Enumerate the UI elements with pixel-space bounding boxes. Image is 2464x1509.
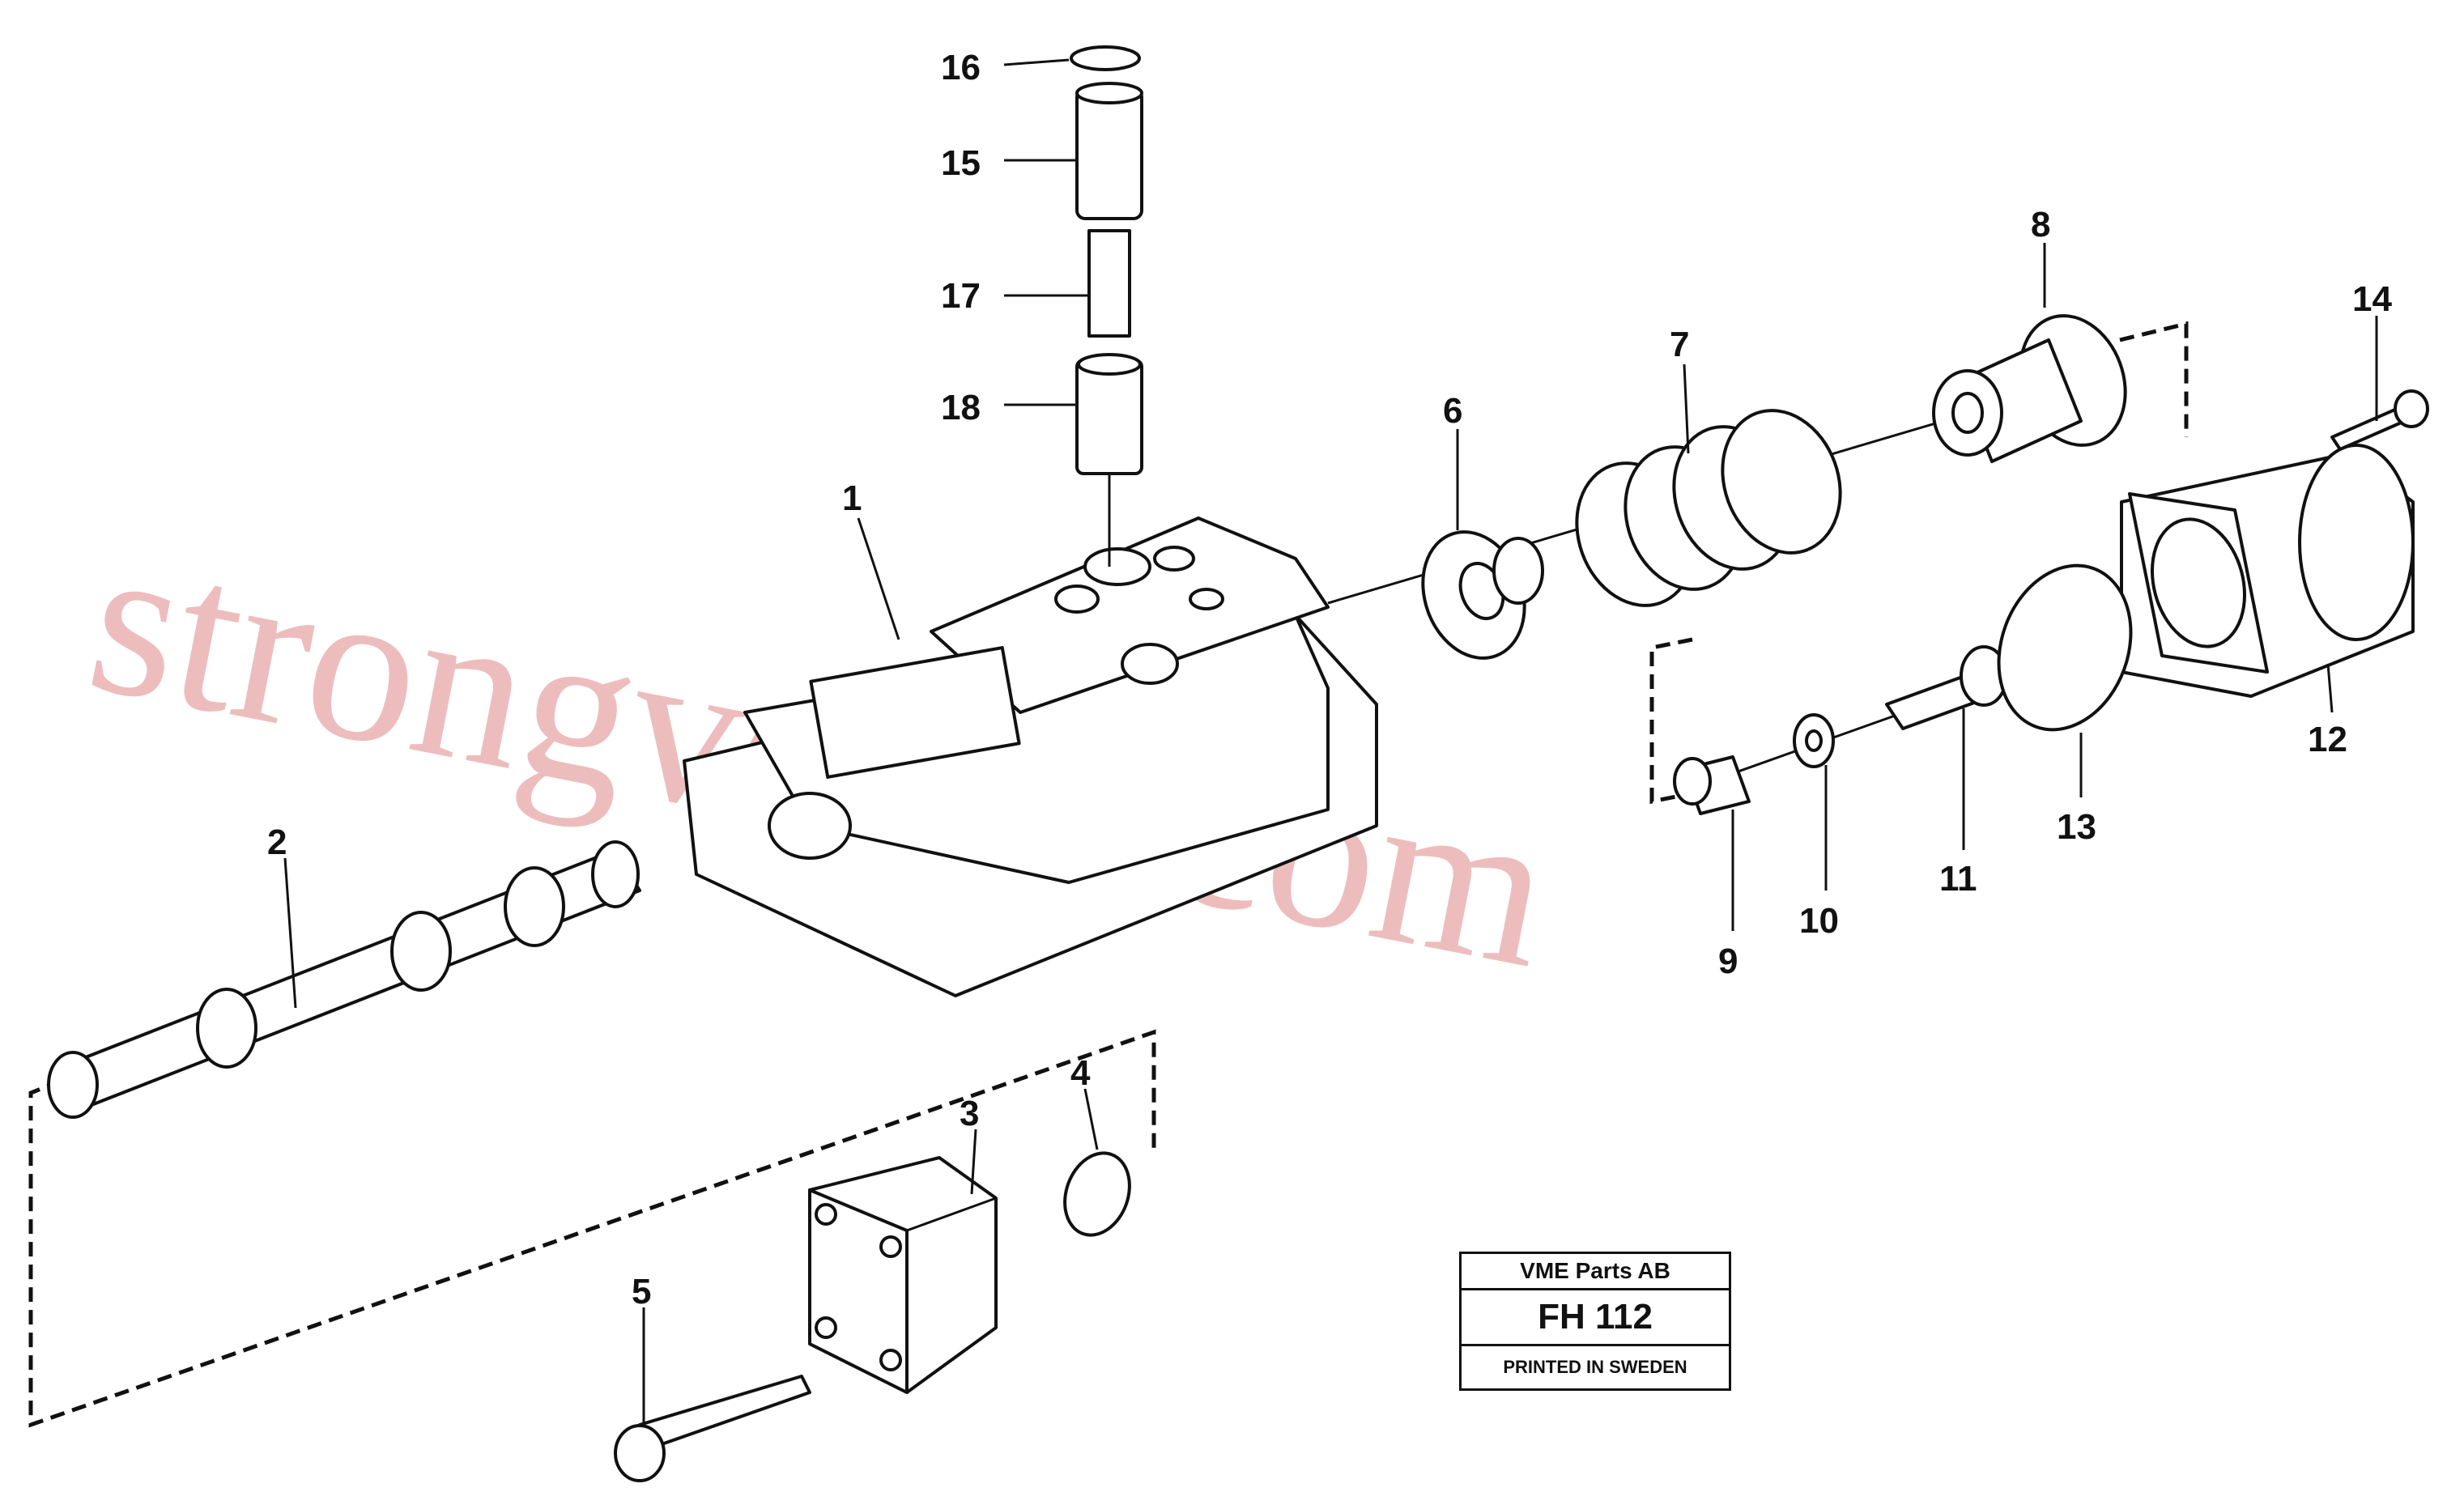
callout-12: 12 xyxy=(2308,720,2347,759)
leader-lines xyxy=(283,58,2378,1425)
callout-10: 10 xyxy=(1799,901,1839,941)
callout-1: 1 xyxy=(842,478,862,518)
title-block-printed: PRINTED IN SWEDEN xyxy=(1503,1357,1687,1377)
dashed-group-left xyxy=(28,1029,1156,1428)
callout-2: 2 xyxy=(267,823,287,862)
callout-17: 17 xyxy=(941,276,981,316)
spring-part-17 xyxy=(1087,229,1131,338)
callout-7: 7 xyxy=(1670,325,1689,364)
callout-6: 6 xyxy=(1443,391,1462,431)
ring-part-16 xyxy=(1070,45,1141,71)
callout-11: 11 xyxy=(1939,859,1977,899)
spring-seat-part-6 xyxy=(1421,530,1544,660)
callout-3: 3 xyxy=(960,1094,979,1133)
spring-cup-part-8 xyxy=(1932,314,2127,463)
callout-9: 9 xyxy=(1718,942,1738,981)
screw-part-11 xyxy=(1885,645,2008,730)
spool-part xyxy=(47,840,641,1119)
end-cover-part-12 xyxy=(2120,444,2415,698)
o-ring-part-4 xyxy=(1063,1151,1131,1237)
cover-block-part xyxy=(808,1156,998,1394)
screw-part-5 xyxy=(614,1375,811,1482)
callout-16: 16 xyxy=(941,48,981,87)
callout-5: 5 xyxy=(632,1272,651,1311)
washer-part-10 xyxy=(1793,713,1835,768)
dashed-group-right-lower xyxy=(1649,637,1693,805)
valve-housing-part xyxy=(683,516,1378,997)
valve-stack-parts xyxy=(1070,45,1143,567)
callout-numbers: 1 2 3 4 5 6 7 8 9 10 11 12 13 14 15 16 1… xyxy=(267,48,2392,1311)
callout-8: 8 xyxy=(2031,205,2050,244)
title-block: VME Parts AB FH 112 PRINTED IN SWEDEN xyxy=(1459,1252,1731,1391)
callout-4: 4 xyxy=(1070,1053,1091,1093)
bushing-part-9 xyxy=(1673,755,1751,815)
callout-18: 18 xyxy=(941,388,981,427)
callout-13: 13 xyxy=(2057,807,2096,847)
screw-part-14 xyxy=(2330,389,2429,451)
sleeve-part-18 xyxy=(1075,359,1143,475)
callout-15: 15 xyxy=(941,143,981,183)
plug-part-15 xyxy=(1075,87,1143,220)
gasket-part-13 xyxy=(1997,563,2133,732)
title-block-company: VME Parts AB xyxy=(1462,1254,1729,1290)
callout-14: 14 xyxy=(2352,279,2392,319)
dashed-group-right xyxy=(2119,321,2189,437)
spring-part-7 xyxy=(1575,409,1842,607)
title-block-code: FH 112 xyxy=(1462,1290,1729,1346)
